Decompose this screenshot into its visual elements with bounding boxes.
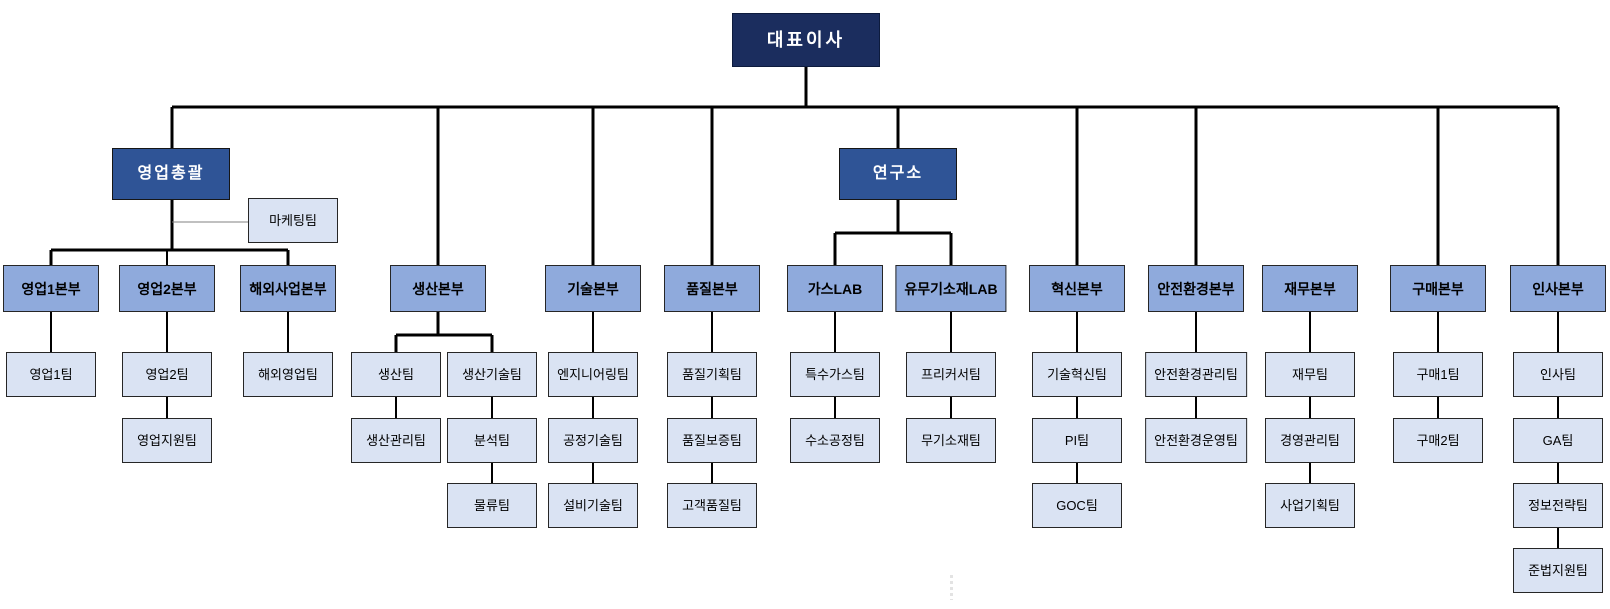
division-box: 가스LAB [787,265,883,312]
team-box: 영업지원팀 [122,418,212,463]
division-box: 구매본부 [1390,265,1486,312]
team-box: 영업1팀 [6,352,96,397]
team-box: 해외영업팀 [243,352,333,397]
team-box: 인사팀 [1513,352,1603,397]
team-box: PI팀 [1032,418,1122,463]
team-box: 정보전략팀 [1513,483,1603,528]
team-box: 품질보증팀 [667,418,757,463]
division-box: 해외사업본부 [240,265,336,312]
team-box: 분석팀 [447,418,537,463]
division-box: 유무기소재LAB [895,265,1007,312]
team-box: 안전환경운영팀 [1145,418,1247,463]
team-box: 생산기술팀 [447,352,537,397]
team-box: 설비기술팀 [548,483,638,528]
team-box: 사업기획팀 [1265,483,1355,528]
division-box: 혁신본부 [1029,265,1125,312]
team-box: 공정기술팀 [548,418,638,463]
team-box: 프리커서팀 [906,352,996,397]
team-box: 기술혁신팀 [1032,352,1122,397]
team-box: 준법지원팀 [1513,548,1603,593]
team-box: 특수가스팀 [790,352,880,397]
team-box: 영업2팀 [122,352,212,397]
team-box: 생산팀 [351,352,441,397]
group-box-sales: 영업총괄 [112,148,230,200]
team-box: 생산관리팀 [351,418,441,463]
division-box: 품질본부 [664,265,760,312]
team-box: 고객품질팀 [667,483,757,528]
team-box: 경영관리팀 [1265,418,1355,463]
team-box: 무기소재팀 [906,418,996,463]
division-box: 안전환경본부 [1148,265,1244,312]
division-box: 영업1본부 [3,265,99,312]
division-box: 생산본부 [390,265,486,312]
team-box: GOC팀 [1032,483,1122,528]
group-box-lab: 연구소 [839,148,957,200]
team-box: 품질기획팀 [667,352,757,397]
team-box: 구매1팀 [1393,352,1483,397]
team-box: 안전환경관리팀 [1145,352,1247,397]
team-box: 수소공정팀 [790,418,880,463]
team-box: 엔지니어링팀 [548,352,638,397]
team-box: 물류팀 [447,483,537,528]
division-box: 기술본부 [545,265,641,312]
team-box: 재무팀 [1265,352,1355,397]
division-box: 인사본부 [1510,265,1606,312]
ceo-box: 대표이사 [732,13,880,67]
division-box: 재무본부 [1262,265,1358,312]
team-box: 구매2팀 [1393,418,1483,463]
team-box: GA팀 [1513,418,1603,463]
stray-mark [950,575,953,600]
division-box: 영업2본부 [119,265,215,312]
marketing-team-box: 마케팅팀 [248,198,338,243]
